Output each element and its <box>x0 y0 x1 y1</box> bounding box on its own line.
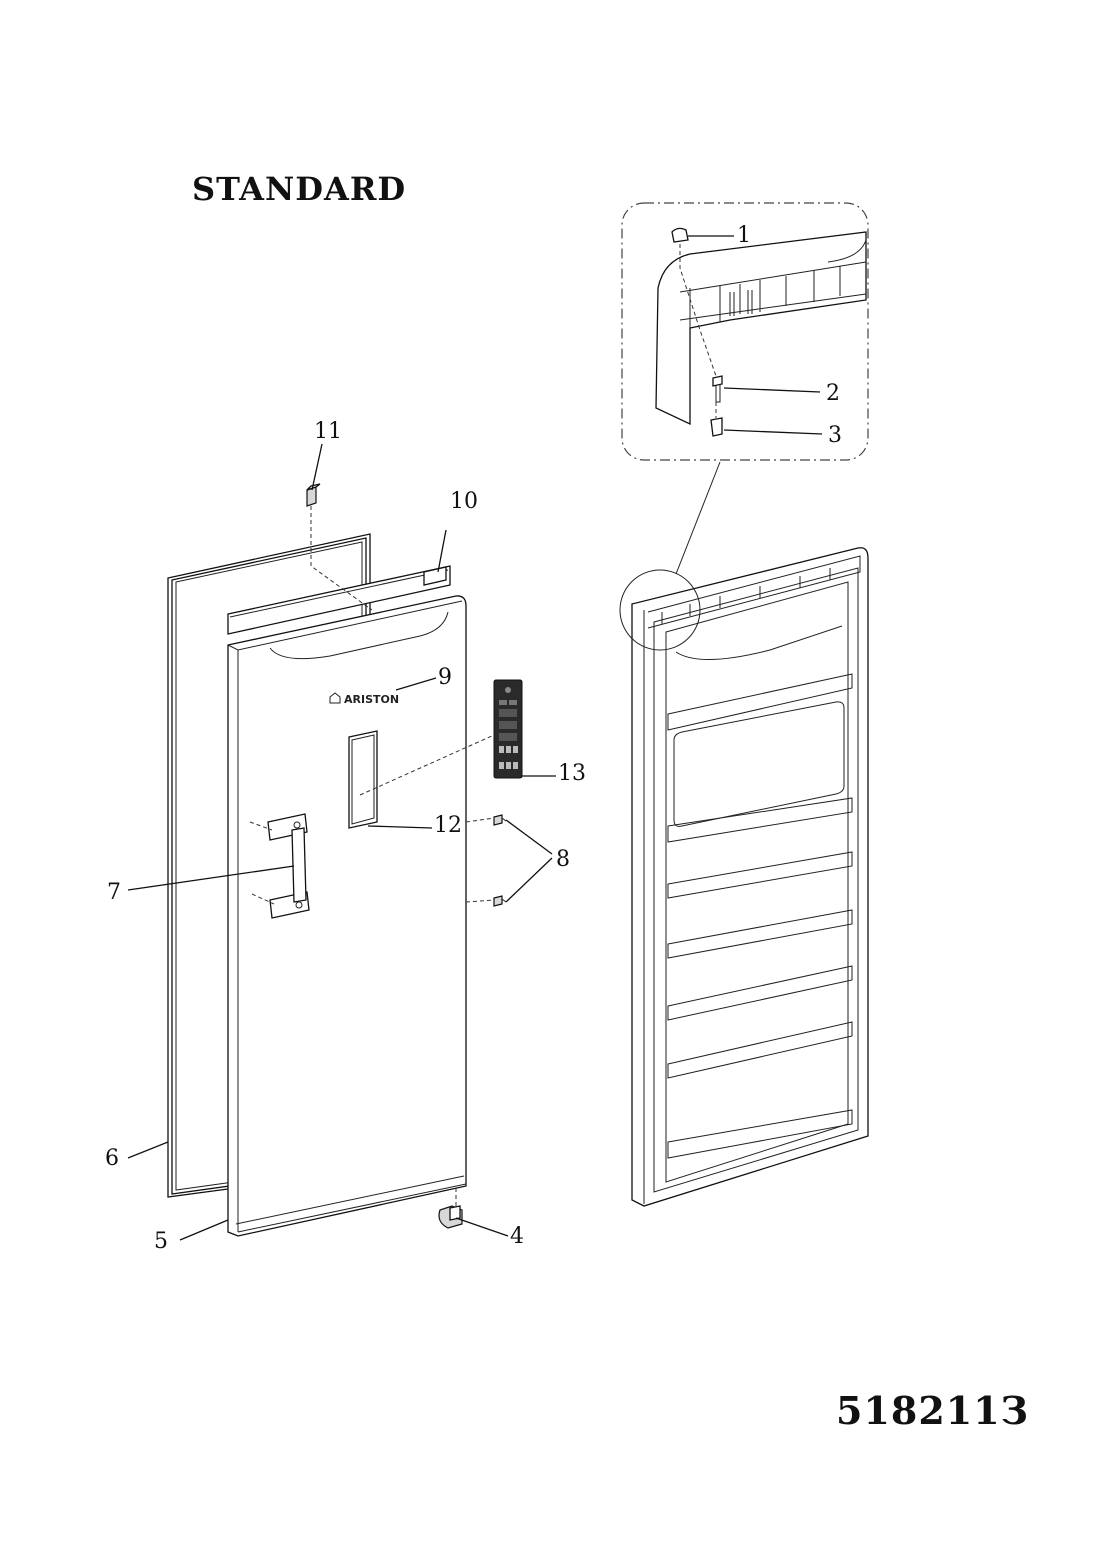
callout-6: 6 <box>105 1146 119 1171</box>
top-trim <box>227 565 451 635</box>
brand-logo: ARISTON <box>329 692 399 706</box>
callout-4: 4 <box>510 1224 524 1249</box>
callout-10: 10 <box>450 489 478 514</box>
detail-hinge-area <box>655 231 867 426</box>
door-inner-liner <box>631 547 869 1207</box>
hinge-cover-top <box>306 483 321 507</box>
hinge-pin <box>712 375 723 403</box>
callout-1: 1 <box>737 223 751 248</box>
detail-inset-frame <box>621 202 869 461</box>
callout-5: 5 <box>154 1229 168 1254</box>
control-display <box>493 679 523 779</box>
zoom-marker-circle <box>619 569 701 651</box>
hinge-bush <box>710 417 723 437</box>
display-window <box>348 730 378 829</box>
door-handle <box>267 813 310 919</box>
diagram-title: STANDARD <box>192 170 407 208</box>
document-number: 518211З <box>836 1388 1030 1433</box>
hinge-bush-bottom <box>438 1205 463 1229</box>
callout-2: 2 <box>826 381 840 406</box>
screw-upper <box>493 814 507 826</box>
callout-13: 13 <box>558 761 586 786</box>
callout-9: 9 <box>438 665 452 690</box>
callout-7: 7 <box>107 880 121 905</box>
screw-lower <box>493 895 507 907</box>
callout-12: 12 <box>434 813 462 838</box>
hinge-cap <box>671 227 689 243</box>
svg-text:.: . <box>763 1278 764 1283</box>
callout-3: 3 <box>828 423 842 448</box>
door-outer-panel <box>227 595 467 1237</box>
callout-11: 11 <box>314 419 342 444</box>
callout-8: 8 <box>556 847 570 872</box>
brand-logo-text: ARISTON <box>344 693 399 706</box>
